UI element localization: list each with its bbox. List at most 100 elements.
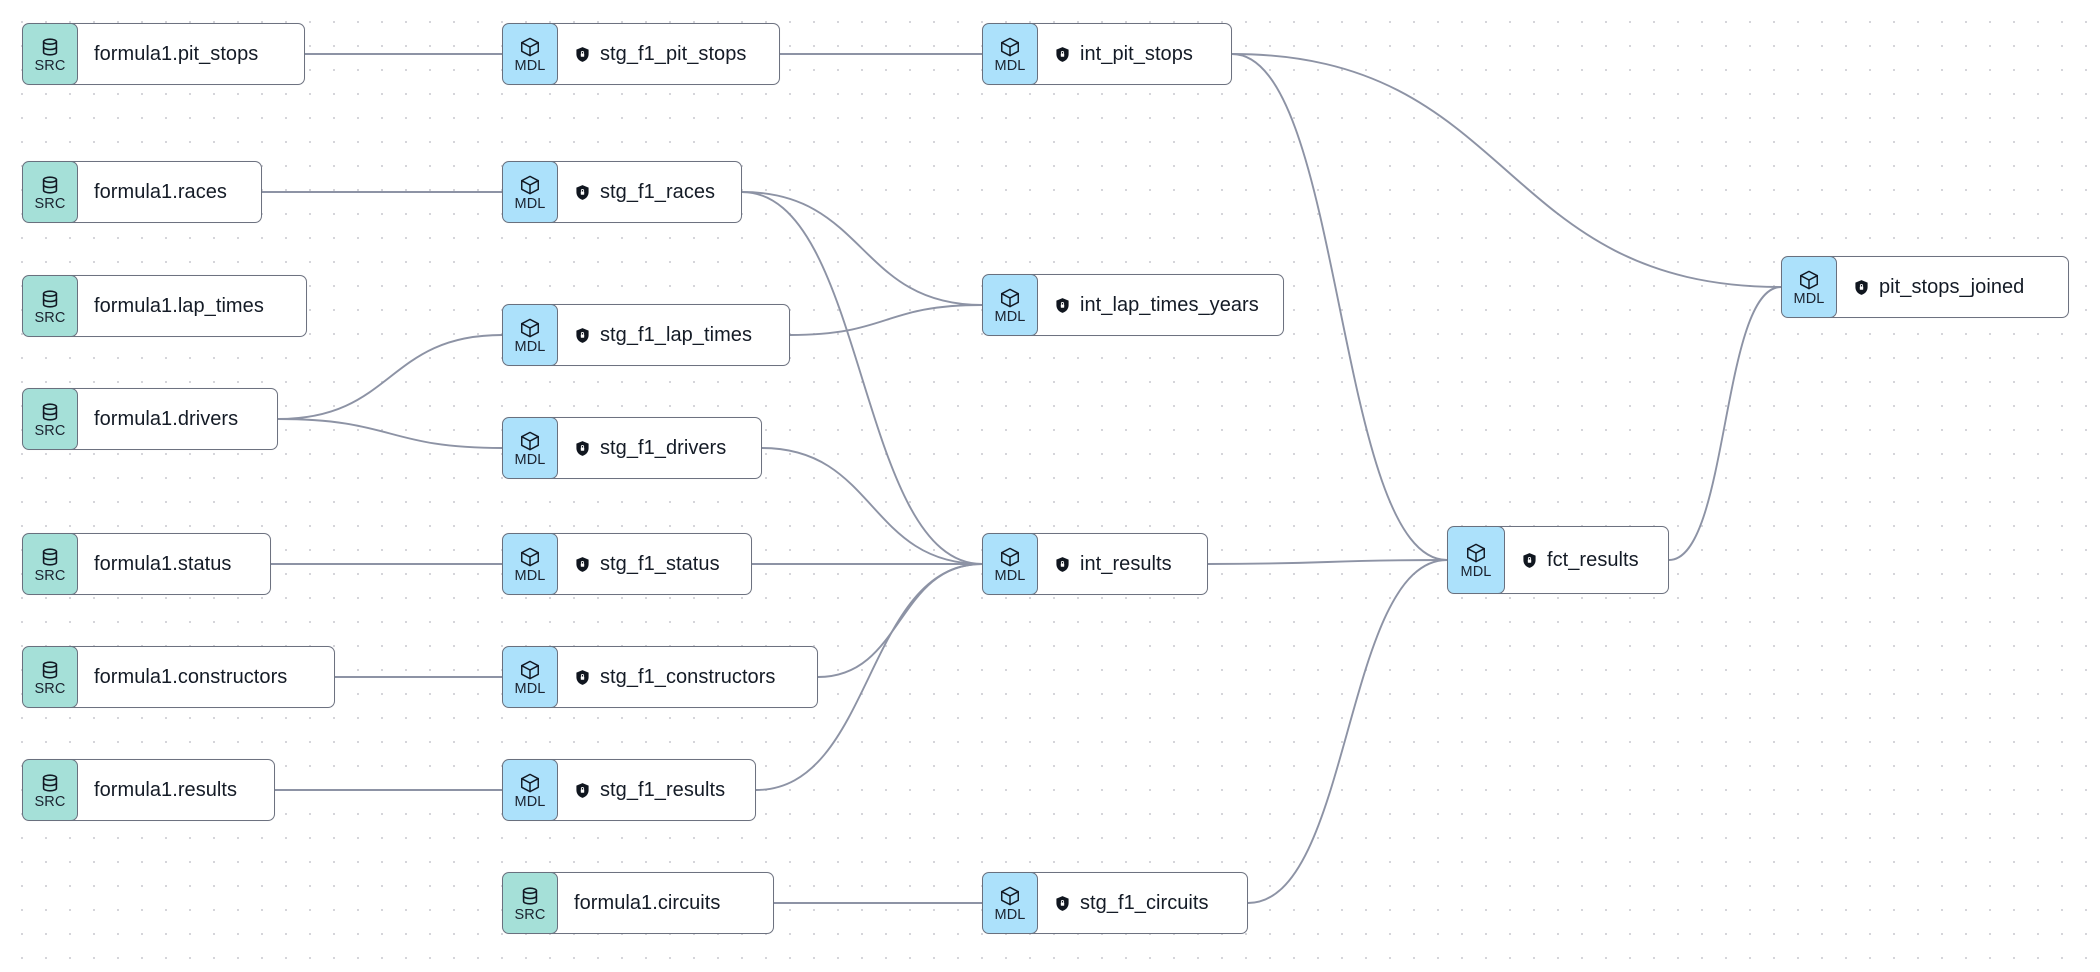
node-type-badge-mdl: MDL	[1447, 526, 1505, 594]
node-body[interactable]: stg_f1_races	[551, 161, 742, 223]
lineage-node-src_pit_stops[interactable]: SRC formula1.pit_stops	[22, 23, 305, 85]
node-body[interactable]: formula1.drivers	[71, 388, 278, 450]
cube-icon	[1001, 547, 1019, 566]
node-type-badge-mdl: MDL	[502, 417, 558, 479]
node-body[interactable]: formula1.status	[71, 533, 271, 595]
node-body[interactable]: formula1.circuits	[551, 872, 774, 934]
cube-icon	[1467, 543, 1485, 562]
cube-icon	[521, 37, 539, 56]
node-label: formula1.pit_stops	[94, 42, 259, 65]
shield-lock-icon	[1056, 556, 1069, 572]
node-body[interactable]: stg_f1_constructors	[551, 646, 818, 708]
node-type-code: MDL	[514, 338, 546, 355]
node-body[interactable]: formula1.races	[71, 161, 262, 223]
node-label: stg_f1_constructors	[600, 665, 776, 688]
edge-stg_races-to-int_lap_times_years	[741, 191, 983, 306]
node-type-code: MDL	[514, 195, 546, 212]
edge-stg_circuits-to-fct_results	[1247, 559, 1448, 904]
edge-src_drivers-to-stg_drivers	[277, 418, 503, 449]
node-label: stg_f1_results	[600, 778, 726, 801]
node-label: formula1.drivers	[94, 407, 239, 430]
node-body[interactable]: stg_f1_lap_times	[551, 304, 790, 366]
cube-icon	[1800, 270, 1818, 289]
node-body[interactable]: fct_results	[1498, 526, 1669, 594]
node-body[interactable]: stg_f1_pit_stops	[551, 23, 780, 85]
lineage-node-src_results[interactable]: SRC formula1.results	[22, 759, 275, 821]
cube-icon	[521, 660, 539, 679]
node-type-code: SRC	[34, 793, 66, 810]
node-body[interactable]: stg_f1_circuits	[1031, 872, 1248, 934]
node-body[interactable]: int_lap_times_years	[1031, 274, 1284, 336]
node-label: formula1.races	[94, 180, 227, 203]
node-type-badge-mdl: MDL	[982, 274, 1038, 336]
node-body[interactable]: formula1.lap_times	[71, 275, 307, 337]
edge-stg_races-to-int_results	[741, 191, 983, 565]
node-type-code: SRC	[34, 309, 66, 326]
node-type-badge-mdl: MDL	[982, 23, 1038, 85]
node-label: int_results	[1080, 552, 1172, 575]
lineage-node-stg_races[interactable]: MDL stg_f1_races	[502, 161, 742, 223]
node-type-badge-src: SRC	[22, 23, 78, 85]
edge-stg_lap_times-to-int_lap_times_years	[789, 304, 983, 336]
node-body[interactable]: int_results	[1031, 533, 1208, 595]
node-type-badge-mdl: MDL	[502, 161, 558, 223]
node-label: stg_f1_races	[600, 180, 716, 203]
edge-fct_results-to-pit_stops_joined	[1668, 286, 1782, 561]
node-type-code: SRC	[34, 422, 66, 439]
node-type-badge-mdl: MDL	[502, 533, 558, 595]
database-icon	[42, 773, 58, 792]
node-type-code: SRC	[34, 57, 66, 74]
node-body[interactable]: formula1.pit_stops	[71, 23, 305, 85]
edge-stg_drivers-to-int_results	[761, 447, 983, 565]
cube-icon	[1001, 288, 1019, 307]
node-body[interactable]: pit_stops_joined	[1830, 256, 2069, 318]
node-body[interactable]: stg_f1_status	[551, 533, 752, 595]
database-icon	[42, 660, 58, 679]
node-body[interactable]: stg_f1_drivers	[551, 417, 762, 479]
node-label: formula1.constructors	[94, 665, 288, 688]
edge-int_pit_stops-to-pit_stops_joined	[1231, 53, 1782, 288]
node-body[interactable]: stg_f1_results	[551, 759, 756, 821]
lineage-node-stg_lap_times[interactable]: MDL stg_f1_lap_times	[502, 304, 790, 366]
node-label: int_lap_times_years	[1080, 293, 1259, 316]
node-type-badge-mdl: MDL	[502, 646, 558, 708]
node-type-badge-src: SRC	[502, 872, 558, 934]
database-icon	[42, 402, 58, 421]
shield-lock-icon	[1056, 895, 1069, 911]
node-type-badge-src: SRC	[22, 275, 78, 337]
node-type-badge-mdl: MDL	[1781, 256, 1837, 318]
node-body[interactable]: formula1.results	[71, 759, 275, 821]
shield-lock-icon	[576, 782, 589, 798]
database-icon	[42, 37, 58, 56]
node-body[interactable]: int_pit_stops	[1031, 23, 1232, 85]
shield-lock-icon	[576, 669, 589, 685]
node-type-badge-mdl: MDL	[982, 872, 1038, 934]
edge-src_drivers-to-stg_lap_times	[277, 334, 503, 420]
lineage-node-src_lap_times[interactable]: SRC formula1.lap_times	[22, 275, 307, 337]
lineage-node-stg_constructors[interactable]: MDL stg_f1_constructors	[502, 646, 818, 708]
lineage-node-src_drivers[interactable]: SRC formula1.drivers	[22, 388, 278, 450]
node-body[interactable]: formula1.constructors	[71, 646, 335, 708]
lineage-node-int_lap_times_years[interactable]: MDL int_lap_times_years	[982, 274, 1284, 336]
node-label: pit_stops_joined	[1879, 275, 2025, 298]
node-type-badge-mdl: MDL	[502, 23, 558, 85]
database-icon	[42, 547, 58, 566]
node-label: formula1.status	[94, 552, 232, 575]
lineage-node-pit_stops_joined[interactable]: MDL pit_stops_joined	[1781, 256, 2069, 318]
node-type-code: MDL	[514, 680, 546, 697]
database-icon	[42, 289, 58, 308]
shield-lock-icon	[1056, 46, 1069, 62]
